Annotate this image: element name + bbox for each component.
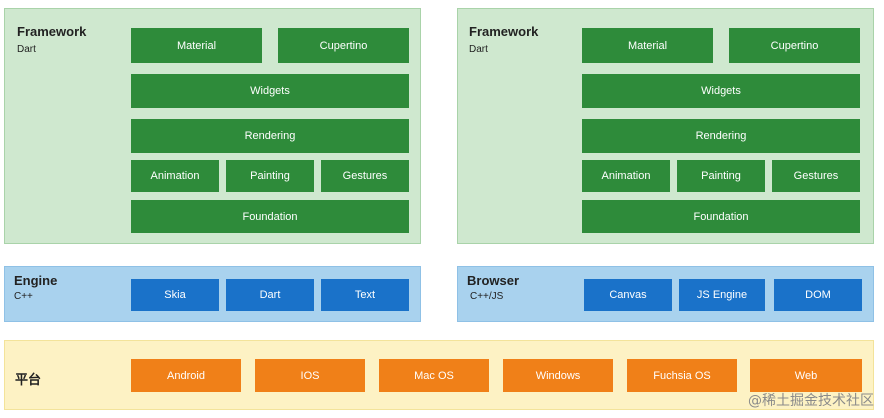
web-gestures-box: Gestures: [772, 160, 860, 192]
web-foundation-box: Foundation: [582, 200, 860, 233]
web-painting-box: Painting: [677, 160, 765, 192]
platform-windows-box: Windows: [503, 359, 613, 392]
engine-title: Engine: [14, 273, 58, 288]
platform-android-box: Android: [131, 359, 241, 392]
watermark-text: @稀土掘金技术社区: [748, 393, 874, 409]
web-cupertino-box: Cupertino: [729, 28, 860, 63]
browser-subtitle: C++/JS: [470, 291, 504, 302]
web-framework-title: Framework: [469, 24, 539, 39]
engine-subtitle: C++: [14, 291, 33, 302]
flutter-foundation-box: Foundation: [131, 200, 409, 233]
browser-dom-box: DOM: [774, 279, 862, 311]
flutter-cupertino-box: Cupertino: [278, 28, 409, 63]
platform-fuchsia-box: Fuchsia OS: [627, 359, 737, 392]
engine-skia-box: Skia: [131, 279, 219, 311]
web-widgets-box: Widgets: [582, 74, 860, 108]
engine-panel: Engine C++ Skia Dart Text: [4, 266, 421, 322]
flutter-widgets-box: Widgets: [131, 74, 409, 108]
platform-macos-box: Mac OS: [379, 359, 489, 392]
web-animation-box: Animation: [582, 160, 670, 192]
web-framework-panel: Framework Dart Material Cupertino Widget…: [457, 8, 874, 244]
platform-title: 平台: [15, 372, 42, 387]
flutter-rendering-box: Rendering: [131, 119, 409, 153]
browser-js-engine-box: JS Engine: [679, 279, 765, 311]
web-rendering-box: Rendering: [582, 119, 860, 153]
flutter-framework-title: Framework: [17, 24, 87, 39]
platform-panel: 平台 Android IOS Mac OS Windows Fuchsia OS…: [4, 340, 874, 410]
engine-text-box: Text: [321, 279, 409, 311]
platform-ios-box: IOS: [255, 359, 365, 392]
platform-web-box: Web: [750, 359, 862, 392]
flutter-framework-subtitle: Dart: [17, 44, 36, 55]
web-framework-subtitle: Dart: [469, 44, 488, 55]
flutter-gestures-box: Gestures: [321, 160, 409, 192]
flutter-painting-box: Painting: [226, 160, 314, 192]
browser-title: Browser: [467, 273, 520, 288]
flutter-material-box: Material: [131, 28, 262, 63]
flutter-animation-box: Animation: [131, 160, 219, 192]
browser-panel: Browser C++/JS Canvas JS Engine DOM: [457, 266, 874, 322]
browser-canvas-box: Canvas: [584, 279, 672, 311]
engine-dart-box: Dart: [226, 279, 314, 311]
flutter-framework-panel: Framework Dart Material Cupertino Widget…: [4, 8, 421, 244]
web-material-box: Material: [582, 28, 713, 63]
